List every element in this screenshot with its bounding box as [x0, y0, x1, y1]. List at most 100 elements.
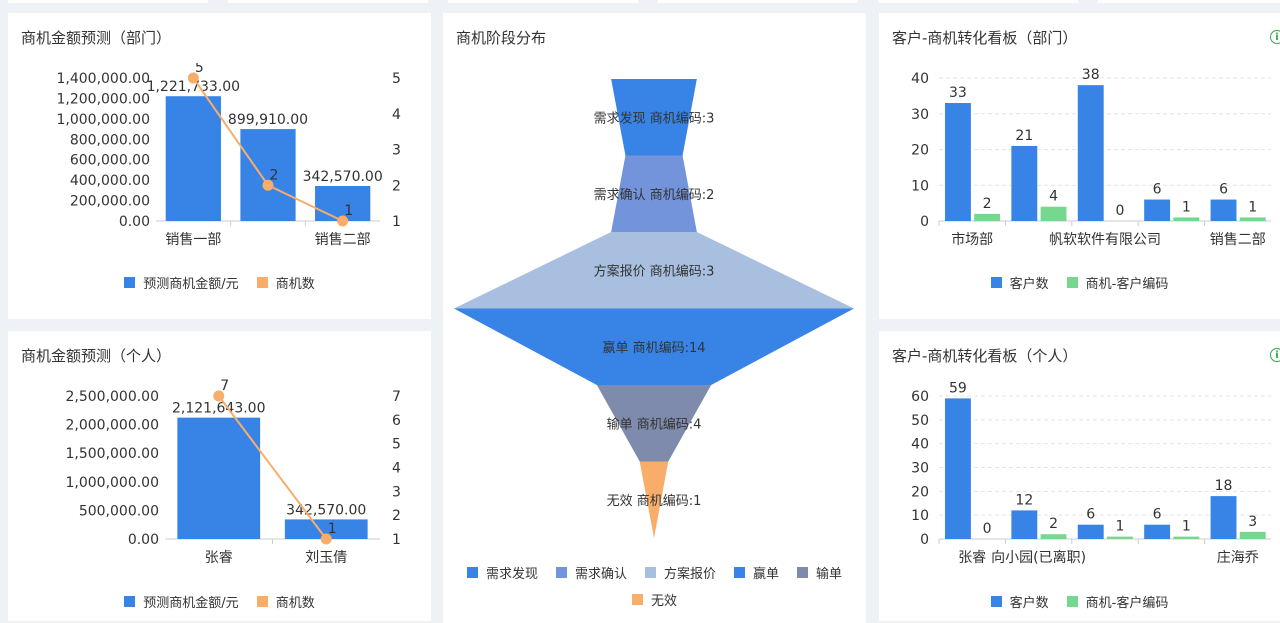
legend-swatch — [631, 594, 643, 605]
legend-item[interactable]: 客户数 — [990, 592, 1049, 611]
x-tick-label: 向小园(已离职) — [991, 549, 1086, 566]
legend-item[interactable]: 赢单 — [734, 563, 779, 582]
funnel-label: 需求发现 商机编码:3 — [594, 110, 715, 126]
data-label: 6 — [1086, 507, 1095, 523]
y-tick-label: 20 — [911, 143, 929, 159]
bar — [1239, 217, 1266, 221]
line-point — [320, 533, 332, 545]
bar — [1040, 206, 1067, 221]
chart-legend: 客户数 商机-客户编码 — [879, 592, 1280, 611]
bar — [1011, 510, 1038, 539]
x-tick-label: 张睿 — [205, 550, 233, 566]
data-label: 0 — [1115, 203, 1124, 219]
y-tick-label: 0.00 — [119, 214, 150, 230]
y2-tick-label: 2 — [392, 508, 401, 524]
bar — [1077, 85, 1104, 222]
legend-item[interactable]: 输单 — [797, 563, 842, 582]
y-tick-label: 2,000,000.00 — [65, 418, 159, 434]
data-label: 0 — [983, 521, 992, 537]
line-data-label: 2 — [270, 167, 279, 183]
funnel-segment — [639, 461, 669, 538]
y-tick-label: 500,000.00 — [79, 503, 159, 519]
legend-item[interactable]: 无效 — [631, 590, 677, 609]
legend-swatch — [555, 567, 567, 578]
top-panel-strip-2 — [228, 0, 428, 3]
y-tick-label: 1,000,000.00 — [56, 112, 150, 128]
panel-title: 商机金额预测（部门） — [21, 29, 172, 47]
funnel-segment — [611, 79, 697, 156]
legend-swatch — [734, 567, 745, 578]
data-label: 2 — [983, 196, 992, 212]
y-tick-label: 20 — [911, 484, 929, 500]
legend-swatch — [466, 567, 478, 578]
legend-label: 预测商机金额/元 — [143, 596, 239, 611]
y-tick-label: 0 — [920, 214, 929, 230]
chart-legend: 客户数商机-客户编码 — [879, 273, 1280, 292]
line-series — [217, 395, 328, 540]
legend-swatch — [797, 567, 809, 578]
panel-title: 客户-商机转化看板（个人） — [892, 347, 1078, 365]
y-tick-label: 40 — [911, 437, 929, 453]
data-label: 1 — [1115, 519, 1124, 535]
legend-swatch — [1066, 277, 1078, 288]
legend-item[interactable]: 预测商机金额/元 — [124, 592, 239, 611]
y2-tick-label: 5 — [392, 437, 401, 453]
bar — [1210, 199, 1237, 221]
x-tick-label: 刘玉倩 — [305, 550, 347, 566]
legend-item[interactable]: 商机数 — [256, 273, 315, 292]
dept-amount-chart: 0.00200,000.00400,000.00600,000.00800,00… — [56, 63, 401, 248]
legend-label: 商机数 — [275, 596, 315, 611]
line-point — [262, 179, 274, 191]
data-label: 2 — [1049, 516, 1058, 532]
y-tick-label: 800,000.00 — [70, 132, 150, 148]
data-label: 2,121,643.00 — [172, 401, 266, 417]
legend-item[interactable]: 需求确认 — [555, 563, 627, 582]
data-label: 38 — [1082, 67, 1100, 83]
legend-swatch — [124, 277, 136, 288]
info-icon[interactable]: i — [1270, 348, 1280, 362]
line-data-label: 5 — [195, 63, 204, 76]
data-label: 6 — [1219, 182, 1228, 198]
legend-swatch — [256, 277, 268, 288]
data-label: 4 — [1049, 189, 1058, 205]
y-tick-label: 10 — [911, 508, 929, 524]
y-tick-label: 1,500,000.00 — [65, 446, 159, 462]
y2-tick-label: 1 — [392, 214, 401, 230]
data-label: 6 — [1153, 507, 1162, 523]
funnel-label: 需求确认 商机编码:2 — [594, 188, 715, 203]
bar — [944, 398, 971, 539]
x-tick-label: 销售二部 — [315, 232, 371, 248]
data-label: 12 — [1015, 492, 1033, 508]
y2-tick-label: 6 — [392, 413, 401, 429]
y2-tick-label: 2 — [392, 178, 401, 194]
x-tick-label: 庄海乔 — [1217, 549, 1259, 566]
top-panel-strip-6 — [1098, 0, 1280, 3]
legend-item[interactable]: 商机数 — [256, 592, 315, 611]
legend-item[interactable]: 商机-客户编码 — [1066, 273, 1168, 292]
y-tick-label: 30 — [911, 461, 929, 477]
data-label: 899,910.00 — [228, 112, 308, 128]
info-icon[interactable]: i — [1270, 30, 1280, 44]
x-tick-label: 销售一部 — [165, 232, 221, 248]
legend-item[interactable]: 方案报价 — [644, 563, 716, 582]
data-label: 1,221,733.00 — [147, 79, 241, 95]
x-tick-label: 市场部 — [951, 231, 993, 248]
y-tick-label: 0.00 — [128, 532, 159, 548]
legend-item[interactable]: 预测商机金额/元 — [124, 273, 239, 292]
person-amount-chart: 0.00500,000.001,000,000.001,500,000.002,… — [65, 378, 401, 566]
legend-item[interactable]: 商机-客户编码 — [1066, 592, 1169, 611]
line-data-label: 7 — [220, 378, 229, 394]
legend-swatch — [990, 277, 1002, 288]
panel-title: 客户-商机转化看板（部门） — [892, 29, 1078, 47]
data-label: 3 — [1248, 514, 1257, 530]
legend-label: 商机-客户编码 — [1085, 596, 1169, 611]
line-data-label: 1 — [344, 203, 353, 219]
top-panel-strip-5 — [878, 0, 1078, 3]
y2-tick-label: 4 — [392, 107, 401, 123]
legend-item[interactable]: 需求发现 — [466, 563, 538, 582]
legend-item[interactable]: 客户数 — [990, 273, 1049, 292]
legend-label: 客户数 — [1009, 596, 1049, 611]
